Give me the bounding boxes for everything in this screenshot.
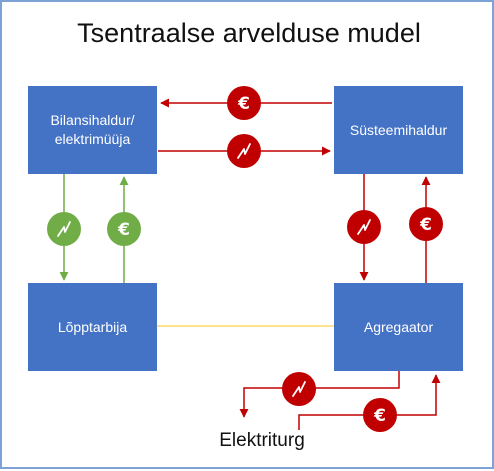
aggregator-label: Agregaator — [363, 318, 434, 335]
balance-retailer-box: Bilansihaldur/ elektrimüüja — [28, 86, 157, 174]
lightning-icon — [282, 372, 316, 406]
aggregator-box: Agregaator — [334, 283, 463, 371]
svg-text:€: € — [237, 94, 250, 114]
end-consumer-box: Lõpptarbija — [28, 283, 157, 371]
balance-retailer-label: Bilansihaldur/ elektrimüüja — [50, 112, 135, 147]
electricity-market-label: Elektriturg — [219, 430, 305, 451]
euro-icon: € — [363, 398, 397, 432]
system-operator-label: Süsteemihaldur — [349, 121, 448, 138]
system-operator-box: Süsteemihaldur — [334, 86, 463, 174]
euro-icon: € — [107, 212, 141, 246]
lightning-icon — [47, 212, 81, 246]
energy-arrow-agg-to-market — [239, 371, 400, 418]
svg-text:€: € — [117, 220, 130, 240]
lightning-icon — [347, 210, 381, 244]
svg-text:€: € — [373, 406, 386, 426]
svg-text:€: € — [419, 215, 432, 235]
lightning-icon — [227, 134, 261, 168]
end-consumer-label: Lõpptarbija — [57, 318, 128, 335]
diagram-title: Tsentraalse arvelduse mudel — [77, 18, 421, 48]
euro-icon: € — [227, 86, 261, 120]
euro-icon: € — [409, 207, 443, 241]
